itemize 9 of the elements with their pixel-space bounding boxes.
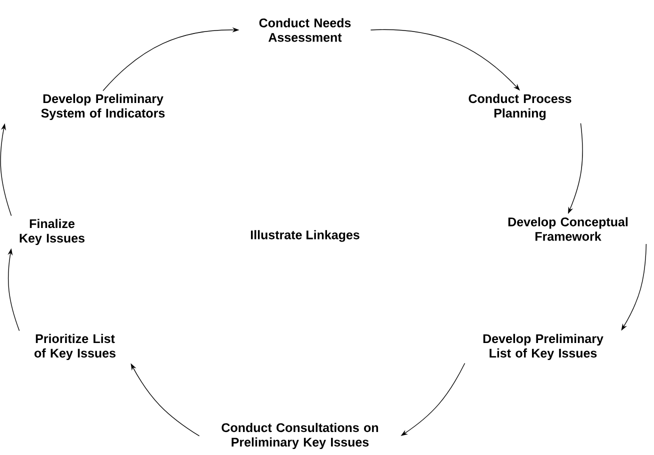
step-text: Prioritize List of Key Issues xyxy=(34,334,116,360)
step-text: Develop Conceptual Framework xyxy=(508,217,628,241)
step-text: Conduct Process Planning xyxy=(468,94,572,120)
step-text: Conduct Consultations on Preliminary Key Issues xyxy=(222,422,378,450)
step-text: Develop Preliminary System of Indicators xyxy=(41,94,165,120)
center-label: Illustrate Linkages xyxy=(250,230,360,242)
step-text: Develop Preliminary List of Key Issues xyxy=(483,334,604,360)
step-text: Conduct Needs Assessment xyxy=(259,18,351,42)
step-text: Finalize Key Issues xyxy=(20,218,84,246)
